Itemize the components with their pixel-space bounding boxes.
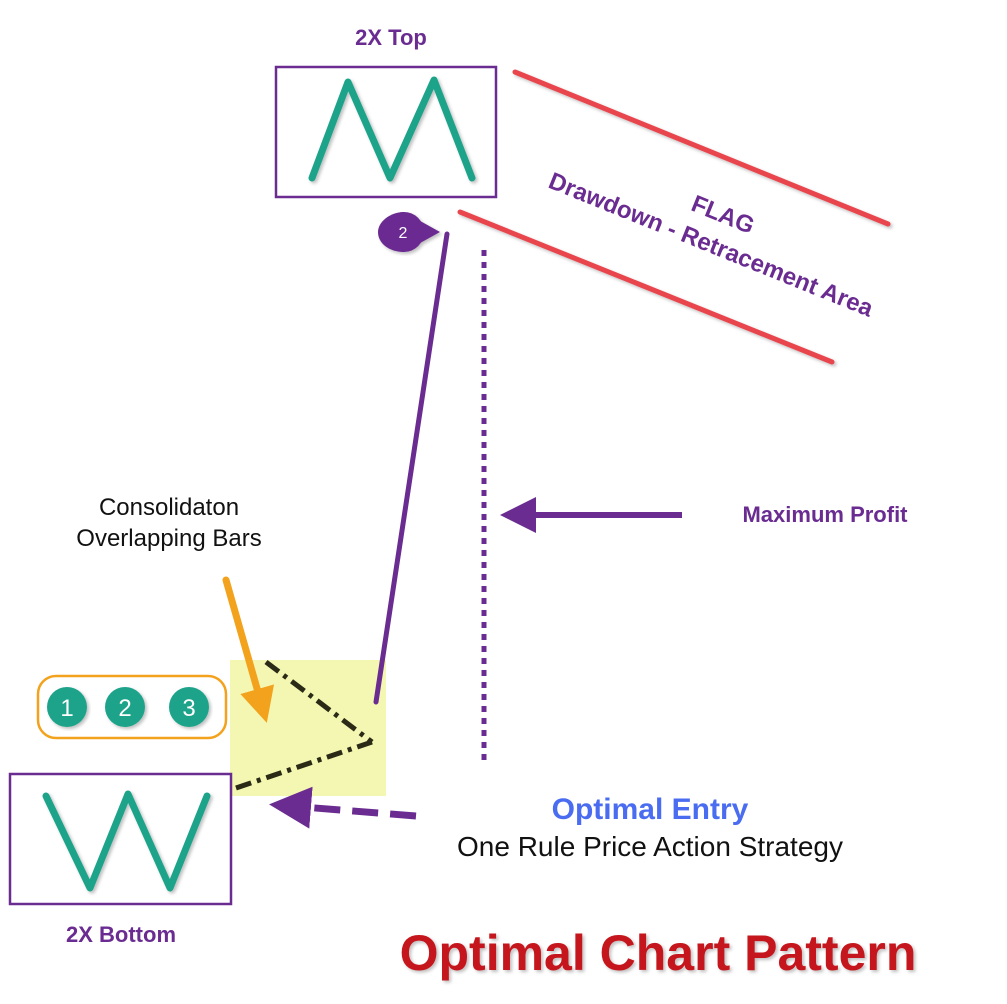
bottom-pattern-box [8, 772, 233, 906]
diagram-title: Optimal Chart Pattern [400, 925, 917, 981]
step-1-number: 1 [60, 695, 73, 722]
strategy-label: One Rule Price Action Strategy [457, 831, 843, 862]
step-1-badge [47, 687, 87, 727]
max-profit-label: Maximum Profit [742, 502, 908, 527]
step-2-badge [105, 687, 145, 727]
consolidation-lower-line [235, 739, 373, 791]
flag-lower-line [457, 209, 835, 365]
step-2-number: 2 [118, 695, 131, 722]
impulse-up-line [373, 231, 450, 705]
top-marker-number: 2 [399, 225, 408, 242]
flag-upper-line [512, 69, 891, 227]
bottom-label: 2X Bottom [66, 922, 176, 947]
consolidation-pointer-arrow [222, 576, 275, 723]
optimal-entry-arrow [269, 786, 417, 829]
double-top-zigzag [308, 76, 476, 182]
step-3-number: 3 [182, 695, 195, 722]
optimal-entry-label: Optimal Entry [552, 793, 749, 826]
top-label: 2X Top [355, 25, 427, 50]
consolidation-label-line1: Consolidaton [99, 494, 239, 521]
step-3-badge [169, 687, 209, 727]
double-bottom-zigzag [42, 790, 211, 892]
consolidation-label-line2: Overlapping Bars [76, 525, 261, 552]
consolidation-upper-line [264, 660, 374, 744]
top-marker-badge [378, 212, 440, 252]
drawdown-label: Drawdown - Retracement Area [545, 167, 878, 322]
